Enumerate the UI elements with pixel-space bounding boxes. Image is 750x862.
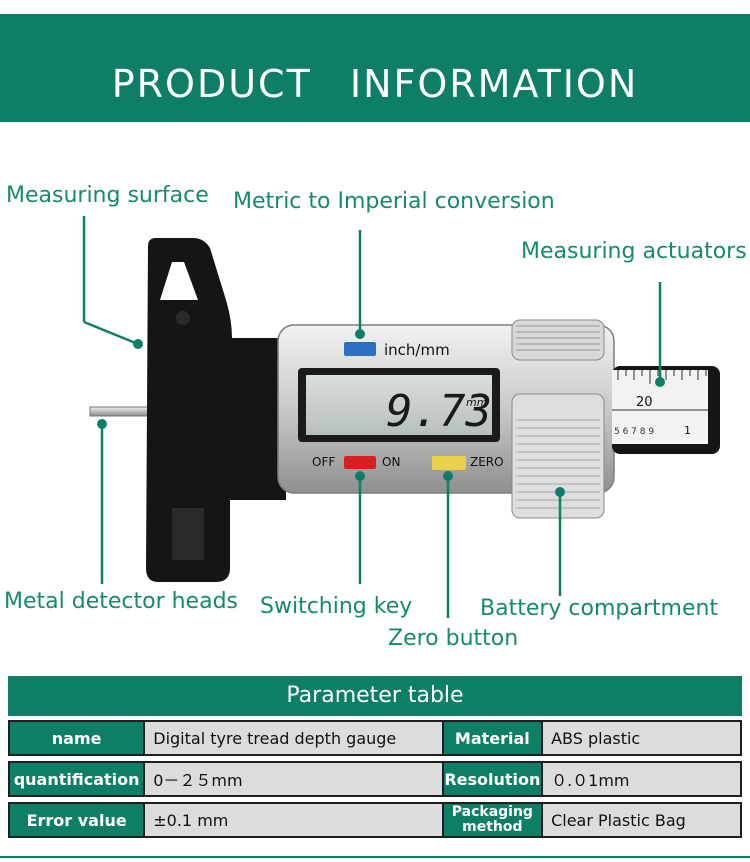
zero-button (432, 456, 466, 470)
table-row: quantification 0－２５mm Resolution ０.０1mm (8, 761, 742, 797)
ruler-number: 20 (636, 395, 653, 410)
row-label: quantification (10, 763, 146, 795)
lcd-value: 9.73 (386, 386, 492, 437)
row-label: name (10, 722, 146, 754)
ruler-digits: 5 6 7 8 9 (614, 427, 654, 437)
table-row: Error value ±0.1 mm Packaging method Cle… (8, 802, 742, 838)
power-button (344, 456, 376, 469)
probe-needle (89, 406, 153, 417)
row-label: Material (443, 722, 544, 754)
row-value: 0－２５mm (145, 763, 444, 795)
hang-hole (160, 262, 198, 300)
row-value: Clear Plastic Bag (543, 804, 741, 836)
leader-lines (82, 216, 665, 618)
row-label: Packaging method (443, 804, 544, 836)
gauge-diagram: 20 5 6 7 8 9 1 9.73 mm inch/mm OFF ON ZE… (82, 216, 720, 618)
callout-battery: Battery compartment (480, 596, 719, 621)
lcd-screen (306, 375, 492, 435)
page-title: PRODUCT INFORMATION (111, 62, 639, 106)
callout-measuring-surface: Measuring surface (6, 183, 209, 208)
zero-label: ZERO (470, 455, 504, 469)
unit-button (344, 342, 376, 356)
callout-measuring-actuators: Measuring actuators (521, 239, 747, 264)
row-value: Digital tyre tread depth gauge (145, 722, 444, 754)
row-label: Error value (10, 804, 146, 836)
off-label: OFF (312, 455, 335, 469)
lcd-unit: mm (466, 396, 487, 409)
row-value: ±0.1 mm (145, 804, 444, 836)
ruler-end: 1 (684, 424, 691, 437)
on-label: ON (382, 455, 400, 469)
callout-switching-key: Switching key (260, 594, 413, 619)
bottom-rule (0, 856, 750, 858)
callout-metric-conversion: Metric to Imperial conversion (233, 189, 555, 214)
battery-block (511, 393, 605, 519)
top-ridges (511, 319, 605, 361)
table-row: name Digital tyre tread depth gauge Mate… (8, 720, 742, 756)
row-value: ０.０1mm (543, 763, 741, 795)
callout-zero-button: Zero button (388, 626, 519, 651)
header-banner: PRODUCT INFORMATION (0, 14, 750, 122)
row-label: Resolution (443, 763, 544, 795)
row-value: ABS plastic (543, 722, 741, 754)
callout-metal-detector: Metal detector heads (4, 589, 238, 614)
unit-button-label: inch/mm (384, 341, 450, 359)
parameter-table-title: Parameter table (8, 676, 742, 716)
